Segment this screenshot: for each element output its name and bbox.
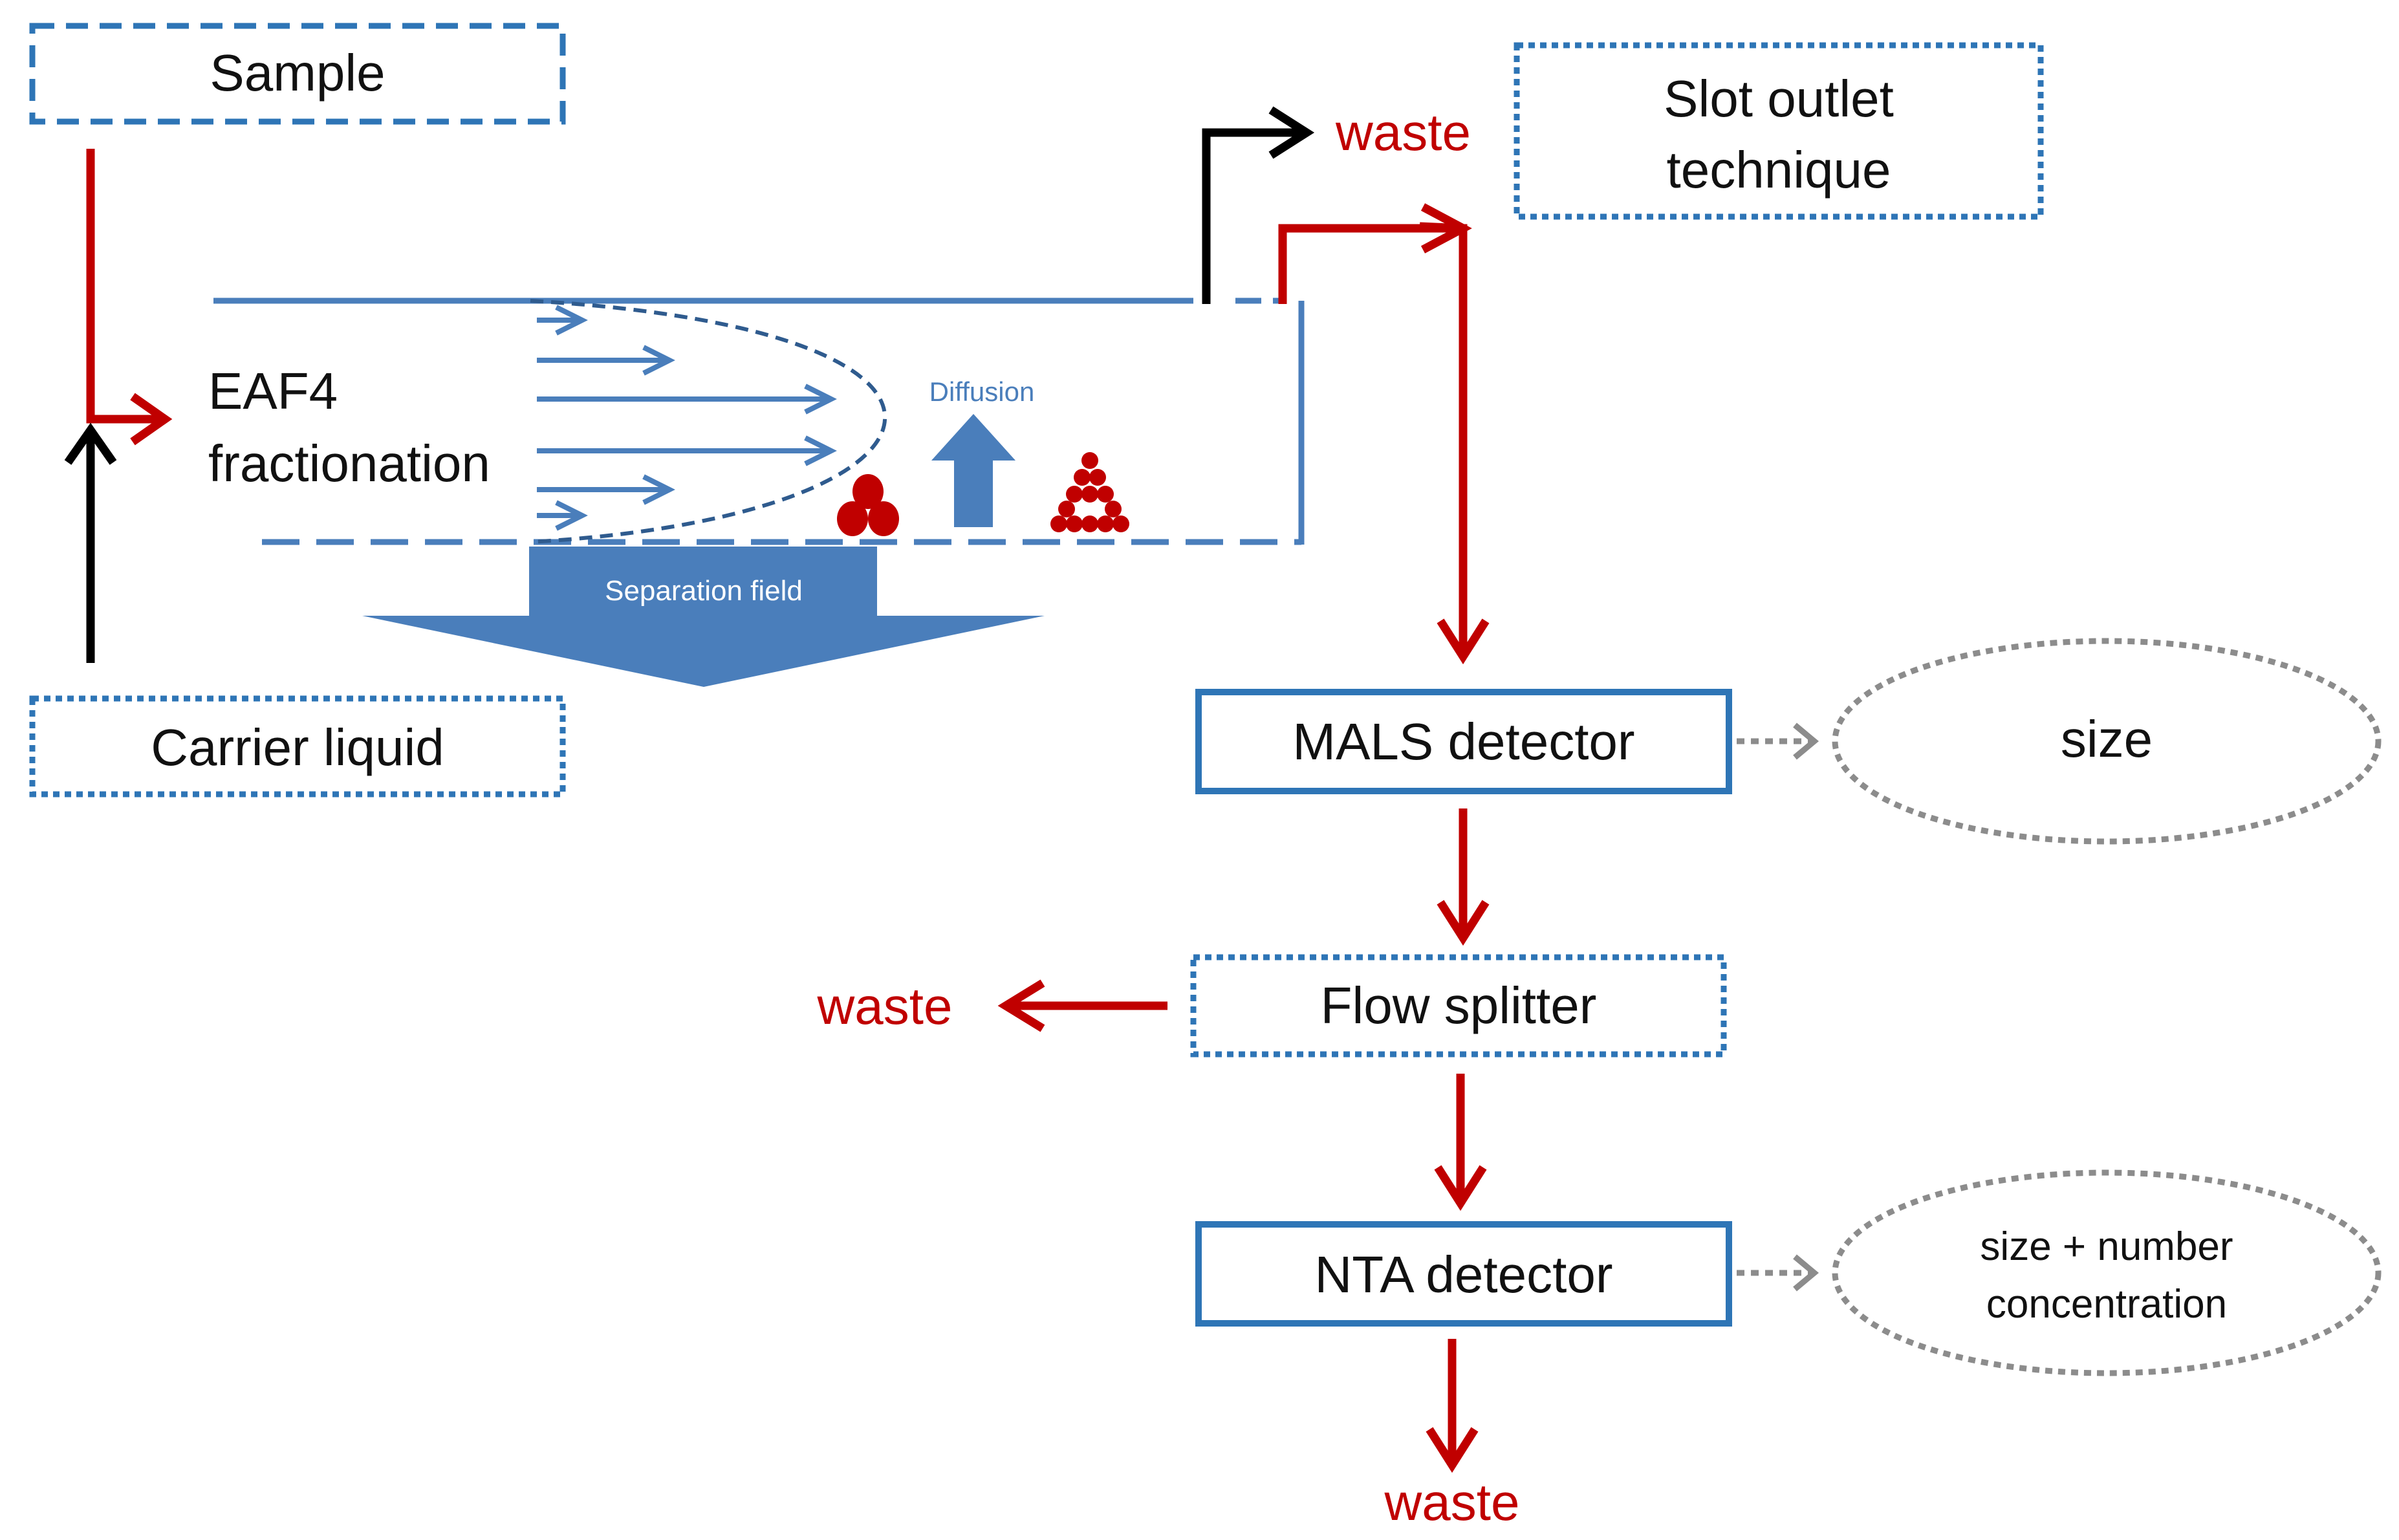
diffusion-arrow xyxy=(931,414,1015,527)
nta-detector-box: NTA detector xyxy=(1195,1221,1732,1327)
sample-outlet-flow-arrow xyxy=(1278,203,1490,665)
eaf4-channel xyxy=(213,298,1305,545)
separation-field-arrow xyxy=(362,547,1045,687)
mals-detector-box: MALS detector xyxy=(1195,689,1732,794)
nta-waste-arrow xyxy=(1426,1339,1479,1473)
mals-detector-label: MALS detector xyxy=(1292,713,1634,770)
sample-box: Sample xyxy=(29,23,566,125)
flow-splitter-box: Flow splitter xyxy=(1190,954,1727,1057)
mals-output-arrow xyxy=(1737,722,1819,760)
nta-output-arrow xyxy=(1737,1254,1819,1292)
nta-output-ellipse: size + number concentration xyxy=(1832,1169,2382,1376)
splitter-to-nta-arrow xyxy=(1434,1074,1487,1211)
mals-to-splitter-arrow xyxy=(1437,808,1490,946)
waste-label-splitter: waste xyxy=(817,977,953,1035)
flow-velocity-arrows xyxy=(537,305,837,531)
large-particles xyxy=(837,474,899,536)
sample-label: Sample xyxy=(210,44,385,102)
diffusion-label: Diffusion xyxy=(929,376,1035,407)
flow-splitter-label: Flow splitter xyxy=(1321,977,1597,1034)
waste-label-top: waste xyxy=(1335,103,1471,161)
nta-output-label-line1: size + number xyxy=(1980,1224,2233,1269)
slot-outlet-label-line2: technique xyxy=(1667,141,1891,199)
carrier-liquid-label: Carrier liquid xyxy=(151,719,444,776)
flow-profile-curve xyxy=(530,299,887,544)
slot-outlet-technique-box: Slot outlet technique xyxy=(1514,42,2044,220)
eaf4-label-line2: fractionation xyxy=(208,435,490,492)
sample-flow-arrow xyxy=(86,149,173,446)
carrier-liquid-box: Carrier liquid xyxy=(29,695,566,797)
eaf4-label-line1: EAF4 xyxy=(208,362,338,420)
waste-label-bottom: waste xyxy=(1384,1473,1520,1531)
nta-output-label-line2: concentration xyxy=(1986,1282,2227,1327)
nta-detector-label: NTA detector xyxy=(1315,1246,1613,1303)
splitter-waste-arrow xyxy=(997,979,1167,1032)
small-particles xyxy=(1050,452,1129,532)
carrier-flow-arrow xyxy=(64,422,117,663)
slot-outlet-label-line1: Slot outlet xyxy=(1664,70,1894,127)
mals-output-ellipse: size xyxy=(1832,638,2382,845)
slot-outlet-waste-arrow xyxy=(1202,106,1315,304)
mals-output-label: size xyxy=(2061,710,2153,768)
separation-field-label: Separation field xyxy=(605,575,803,607)
